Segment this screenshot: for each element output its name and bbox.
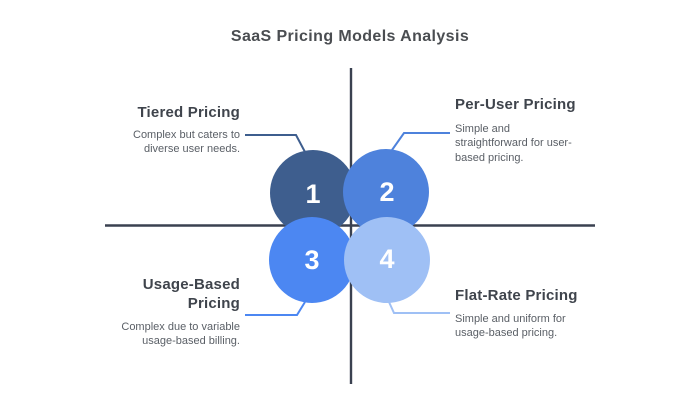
label-tiered-pricing-heading: Tiered Pricing xyxy=(137,104,240,121)
circle-3-number: 3 xyxy=(304,245,319,275)
label-usage-based-pricing-description: Complex due to variable usage-based bill… xyxy=(121,320,240,348)
label-usage-based-pricing: Usage-Based Pricing Complex due to varia… xyxy=(50,276,240,349)
label-flat-rate-pricing-description: Simple and uniform for usage-based prici… xyxy=(455,312,566,340)
label-flat-rate-pricing-heading: Flat-Rate Pricing xyxy=(455,287,578,304)
label-per-user-pricing: Per-User Pricing Simple and straightforw… xyxy=(455,96,645,165)
circle-4-flat-rate xyxy=(344,217,430,303)
connector-tiered-pricing xyxy=(245,134,306,153)
label-per-user-pricing-heading: Per-User Pricing xyxy=(455,96,576,113)
connector-usage-based-pricing xyxy=(245,301,306,316)
label-tiered-pricing: Tiered Pricing Complex but caters to div… xyxy=(50,104,240,157)
circle-1-tiered xyxy=(270,150,356,236)
page-title: SaaS Pricing Models Analysis xyxy=(230,28,470,45)
connector-per-user-pricing xyxy=(391,132,450,151)
label-usage-based-pricing-heading: Usage-Based Pricing xyxy=(142,276,240,312)
label-flat-rate-pricing: Flat-Rate Pricing Simple and uniform for… xyxy=(455,287,645,341)
connector-flat-rate-pricing xyxy=(388,301,450,314)
circle-1-number: 1 xyxy=(305,179,320,209)
circle-2-per-user xyxy=(343,149,429,235)
circle-3-usage-based xyxy=(269,217,355,303)
label-per-user-pricing-description: Simple and straightforward for user- bas… xyxy=(455,122,572,164)
circle-2-number: 2 xyxy=(379,177,394,207)
label-tiered-pricing-description: Complex but caters to diverse user needs… xyxy=(133,128,240,156)
circle-4-number: 4 xyxy=(379,244,394,274)
